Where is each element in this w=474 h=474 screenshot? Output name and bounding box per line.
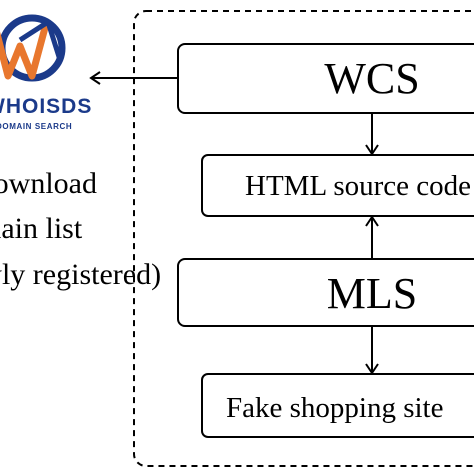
html-source-label: HTML source code bbox=[245, 170, 471, 202]
fake-site-label: Fake shopping site bbox=[226, 392, 444, 424]
arrow-wcs-to-logo bbox=[89, 71, 178, 85]
wcs-label: WCS bbox=[324, 54, 419, 103]
whoisds-logo: WHOISDS DOMAIN SEARCH bbox=[0, 14, 92, 131]
logo-name: WHOISDS bbox=[0, 95, 92, 118]
dashed-container bbox=[133, 10, 474, 467]
mls-box bbox=[177, 258, 474, 327]
arrow-wcs-to-html bbox=[365, 113, 379, 156]
logo-w-mark bbox=[0, 23, 50, 80]
fake-site-box bbox=[201, 373, 474, 438]
mls-label: MLS bbox=[327, 269, 417, 318]
html-source-box bbox=[201, 154, 474, 217]
side-label-line-2: domain list bbox=[0, 212, 83, 245]
arrow-mls-to-html bbox=[365, 215, 379, 259]
arrow-mls-to-fake-site bbox=[365, 326, 379, 375]
side-label-line-1: Download bbox=[0, 167, 97, 200]
logo-subtitle: DOMAIN SEARCH bbox=[0, 122, 72, 131]
side-label-line-3: (newly registered) bbox=[0, 258, 161, 291]
